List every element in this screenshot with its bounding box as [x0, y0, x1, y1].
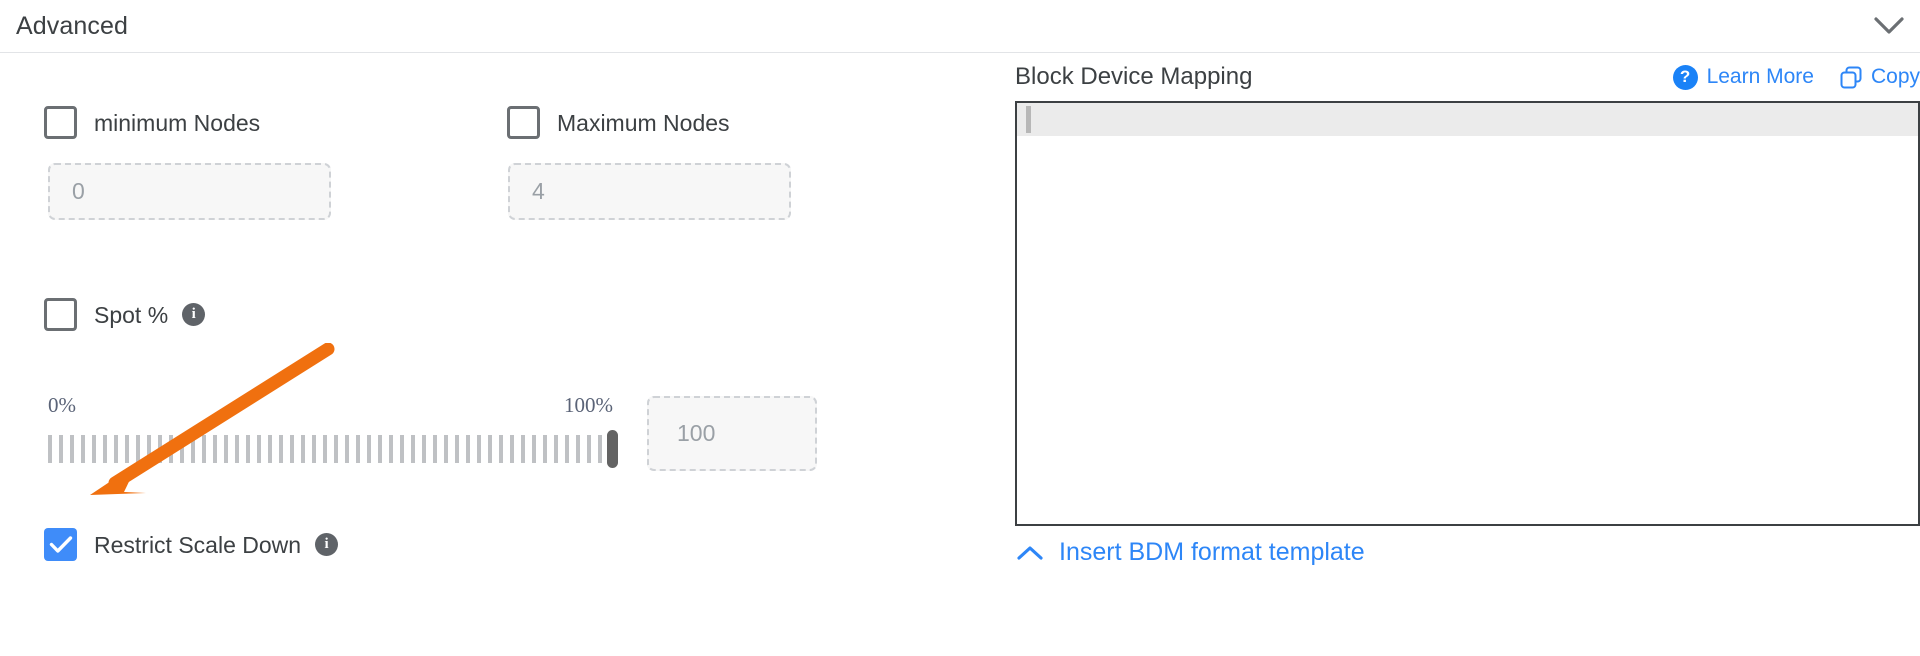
info-icon[interactable]: i — [182, 303, 206, 326]
spot-percent-checkbox[interactable] — [44, 298, 77, 331]
chevron-down-icon[interactable] — [1872, 9, 1906, 43]
block-device-mapping-panel: Block Device Mapping ? Learn More Copy — [995, 53, 1920, 656]
section-header[interactable]: Advanced — [0, 0, 1920, 53]
min-nodes-input[interactable]: 0 — [48, 163, 331, 220]
restrict-scale-down-checkbox[interactable] — [44, 528, 77, 561]
spot-percent-slider-group: 0% 100% — [48, 393, 618, 468]
bdm-title: Block Device Mapping — [1015, 63, 1253, 90]
advanced-left-column: minimum Nodes 0 Maximum Nodes 4 Spot % i… — [0, 53, 990, 656]
insert-bdm-template-label: Insert BDM format template — [1059, 538, 1365, 566]
page-title: Advanced — [16, 12, 128, 40]
insert-bdm-template-link[interactable]: Insert BDM format template — [1017, 538, 1365, 567]
max-nodes-label: Maximum Nodes — [557, 109, 730, 136]
learn-more-link[interactable]: ? Learn More — [1672, 64, 1814, 90]
spot-percent-row: Spot % i — [44, 298, 206, 331]
copy-label: Copy — [1870, 65, 1920, 88]
slider-labels: 0% 100% — [48, 393, 613, 419]
bdm-actions: ? Learn More Copy — [1672, 64, 1920, 90]
editor-active-line — [1017, 103, 1918, 136]
chevron-up-icon — [1017, 545, 1043, 561]
slider-min-label: 0% — [48, 393, 76, 417]
info-icon[interactable]: i — [315, 533, 339, 556]
question-mark-circle-icon: ? — [1672, 64, 1698, 90]
editor-cursor — [1026, 106, 1031, 133]
max-nodes-row: Maximum Nodes — [507, 106, 730, 139]
restrict-scale-down-label: Restrict Scale Down — [94, 531, 302, 558]
spot-percent-value-input[interactable]: 100 — [647, 396, 817, 471]
min-nodes-label: minimum Nodes — [94, 109, 261, 136]
spot-percent-label: Spot % — [94, 301, 169, 328]
copy-button[interactable]: Copy — [1840, 65, 1920, 89]
max-nodes-checkbox[interactable] — [507, 106, 540, 139]
bdm-code-editor[interactable] — [1015, 101, 1920, 526]
spot-percent-slider[interactable] — [48, 430, 618, 468]
max-nodes-input[interactable]: 4 — [508, 163, 791, 220]
restrict-scale-down-row: Restrict Scale Down i — [44, 528, 339, 561]
copy-icon — [1840, 66, 1862, 89]
slider-max-label: 100% — [564, 393, 613, 417]
slider-handle[interactable] — [607, 430, 618, 468]
min-nodes-checkbox[interactable] — [44, 106, 77, 139]
min-nodes-row: minimum Nodes — [44, 106, 260, 139]
bdm-header: Block Device Mapping ? Learn More Copy — [1015, 53, 1920, 101]
learn-more-label: Learn More — [1706, 65, 1814, 88]
